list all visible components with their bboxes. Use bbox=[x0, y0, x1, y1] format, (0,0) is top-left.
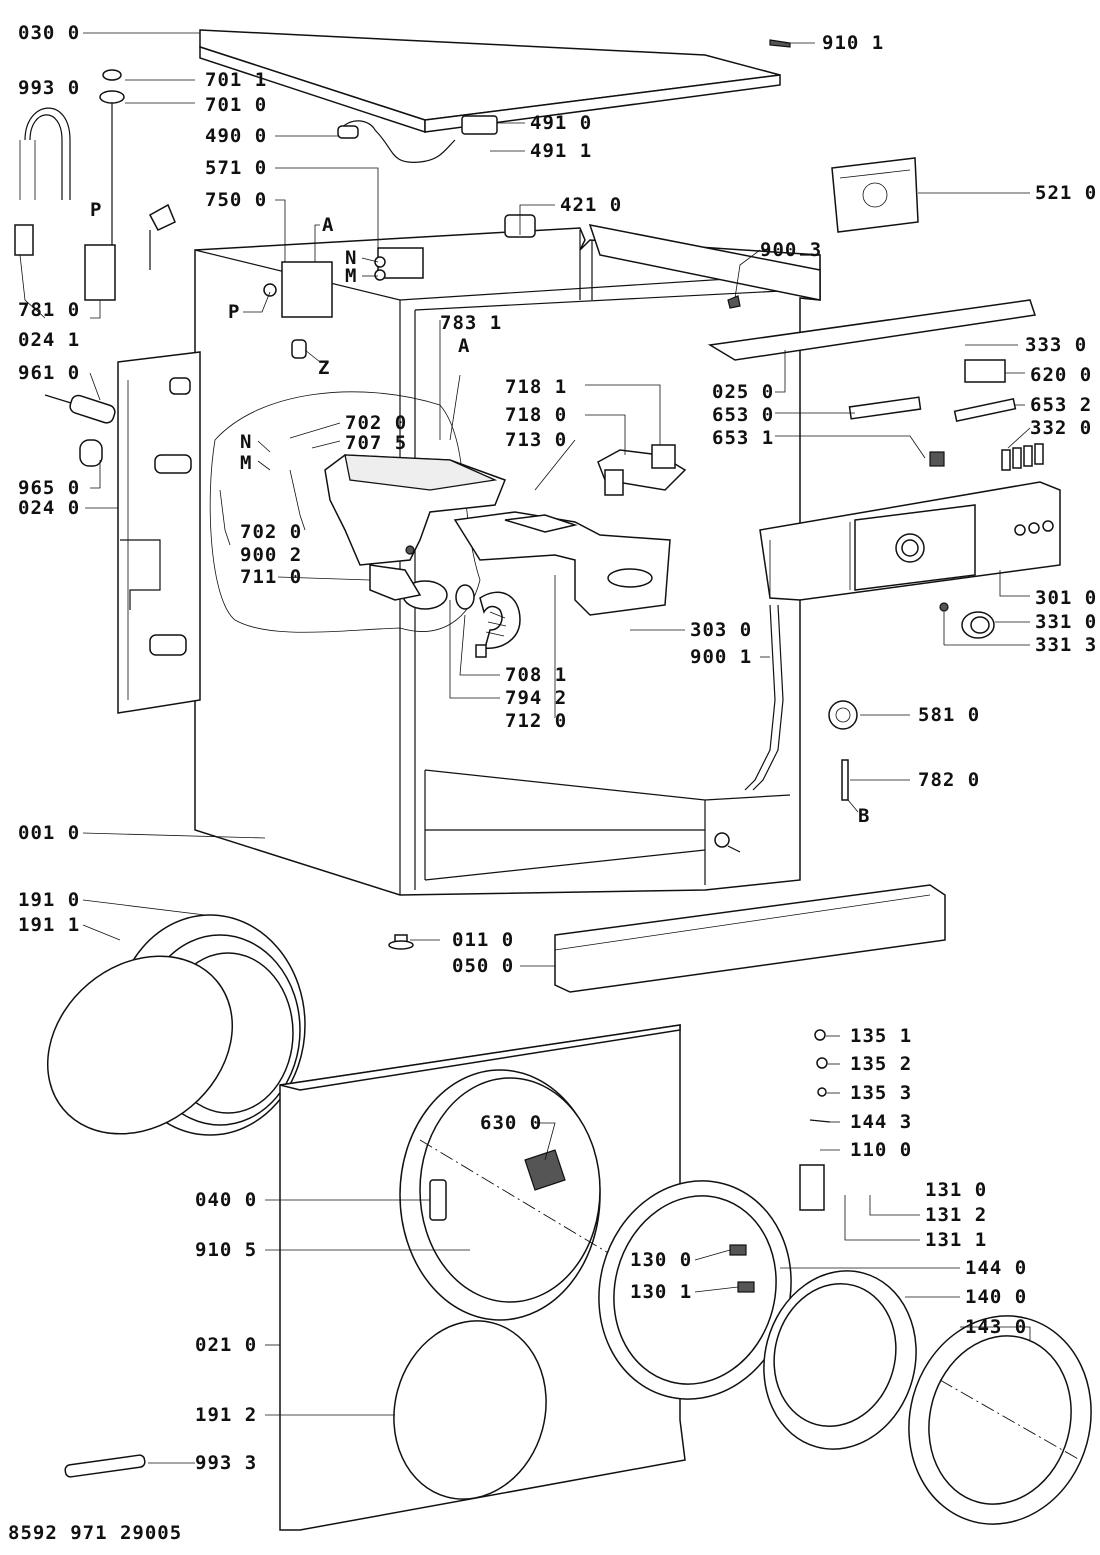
label-a-2: A bbox=[458, 335, 471, 357]
label-794-2: 794 2 bbox=[505, 687, 568, 709]
label-131-2: 131 2 bbox=[925, 1204, 988, 1226]
label-144-0: 144 0 bbox=[965, 1257, 1028, 1279]
label-718-0: 718 0 bbox=[505, 404, 568, 426]
label-001-0: 001 0 bbox=[18, 822, 81, 844]
label-n-1: N bbox=[345, 247, 358, 269]
electronic-module-part bbox=[831, 157, 919, 233]
label-713-0: 713 0 bbox=[505, 429, 568, 451]
plinth-part bbox=[554, 884, 946, 993]
door-glass-part bbox=[763, 1270, 917, 1450]
label-b: B bbox=[858, 805, 871, 827]
front-panel-part bbox=[279, 1024, 686, 1531]
label-z: Z bbox=[318, 357, 331, 379]
label-702-0-a: 702 0 bbox=[345, 412, 408, 434]
label-781-0: 781 0 bbox=[18, 299, 81, 321]
inlet-hose-part bbox=[14, 107, 71, 256]
door-gasket-part bbox=[46, 914, 306, 1136]
label-130-1: 130 1 bbox=[630, 1281, 693, 1303]
label-701-1: 701 1 bbox=[205, 69, 268, 91]
label-782-0: 782 0 bbox=[918, 769, 981, 791]
label-630-0: 630 0 bbox=[480, 1112, 543, 1134]
label-521-0: 521 0 bbox=[1035, 182, 1098, 204]
label-131-0: 131 0 bbox=[925, 1179, 988, 1201]
label-110-0: 110 0 bbox=[850, 1139, 913, 1161]
label-a-1: A bbox=[322, 214, 335, 236]
label-140-0: 140 0 bbox=[965, 1286, 1028, 1308]
label-900-3: 900 3 bbox=[760, 239, 823, 261]
label-143-0: 143 0 bbox=[965, 1316, 1028, 1338]
door-frame-part bbox=[598, 1180, 792, 1400]
label-491-1: 491 1 bbox=[530, 140, 593, 162]
label-900-2: 900 2 bbox=[240, 544, 303, 566]
label-707-5: 707 5 bbox=[345, 432, 408, 454]
label-021-0: 021 0 bbox=[195, 1334, 258, 1356]
label-135-3: 135 3 bbox=[850, 1082, 913, 1104]
label-910-1: 910 1 bbox=[822, 32, 885, 54]
label-993-3: 993 3 bbox=[195, 1452, 258, 1474]
label-910-5: 910 5 bbox=[195, 1239, 258, 1261]
label-702-0-b: 702 0 bbox=[240, 521, 303, 543]
label-024-0: 024 0 bbox=[18, 497, 81, 519]
label-p-1: P bbox=[90, 199, 103, 221]
label-191-0: 191 0 bbox=[18, 889, 81, 911]
label-024-1: 024 1 bbox=[18, 329, 81, 351]
label-571-0: 571 0 bbox=[205, 157, 268, 179]
label-030-0: 030 0 bbox=[18, 22, 81, 44]
label-581-0: 581 0 bbox=[918, 704, 981, 726]
label-421-0: 421 0 bbox=[560, 194, 623, 216]
label-131-1: 131 1 bbox=[925, 1229, 988, 1251]
document-number: 8592 971 29005 bbox=[8, 1522, 183, 1544]
label-711-0: 711 0 bbox=[240, 566, 303, 588]
label-653-1: 653 1 bbox=[712, 427, 775, 449]
buttons-part bbox=[1001, 443, 1044, 471]
side-panel-part bbox=[117, 351, 201, 714]
label-135-1: 135 1 bbox=[850, 1025, 913, 1047]
leader-lines bbox=[19, 32, 1031, 1464]
label-653-2: 653 2 bbox=[1030, 394, 1093, 416]
label-900-1: 900 1 bbox=[690, 646, 753, 668]
label-191-1: 191 1 bbox=[18, 914, 81, 936]
label-331-3: 331 3 bbox=[1035, 634, 1098, 656]
label-332-0: 332 0 bbox=[1030, 417, 1093, 439]
label-130-0: 130 0 bbox=[630, 1249, 693, 1271]
label-653-0: 653 0 bbox=[712, 404, 775, 426]
label-025-0: 025 0 bbox=[712, 381, 775, 403]
label-961-0: 961 0 bbox=[18, 362, 81, 384]
label-491-0: 491 0 bbox=[530, 112, 593, 134]
label-783-1: 783 1 bbox=[440, 312, 503, 334]
label-750-0: 750 0 bbox=[205, 189, 268, 211]
label-301-0: 301 0 bbox=[1035, 587, 1098, 609]
label-191-2: 191 2 bbox=[195, 1404, 258, 1426]
label-011-0: 011 0 bbox=[452, 929, 515, 951]
dispenser-housing-part bbox=[324, 454, 506, 610]
inlet-valve-part bbox=[263, 247, 424, 359]
control-panel-part bbox=[759, 481, 1061, 601]
shock-absorber-part bbox=[44, 394, 116, 424]
label-701-0: 701 0 bbox=[205, 94, 268, 116]
label-718-1: 718 1 bbox=[505, 376, 568, 398]
label-m-2: M bbox=[240, 452, 253, 474]
label-490-0: 490 0 bbox=[205, 125, 268, 147]
outer-door-part bbox=[908, 1315, 1092, 1525]
label-965-0: 965 0 bbox=[18, 477, 81, 499]
label-303-0: 303 0 bbox=[690, 619, 753, 641]
label-708-1: 708 1 bbox=[505, 664, 568, 686]
drawer-part bbox=[453, 444, 687, 616]
label-144-3: 144 3 bbox=[850, 1111, 913, 1133]
label-620-0: 620 0 bbox=[1030, 364, 1093, 386]
label-m-1: M bbox=[345, 265, 358, 287]
label-712-0: 712 0 bbox=[505, 710, 568, 732]
label-993-0: 993 0 bbox=[18, 77, 81, 99]
label-p-2: P bbox=[228, 301, 241, 323]
top-cover-part bbox=[199, 29, 781, 134]
label-050-0: 050 0 bbox=[452, 955, 515, 977]
label-n-2: N bbox=[240, 431, 253, 453]
label-333-0: 333 0 bbox=[1025, 334, 1088, 356]
rear-bracket-part bbox=[707, 299, 1036, 361]
drain-hose-part bbox=[455, 584, 521, 658]
label-331-0: 331 0 bbox=[1035, 611, 1098, 633]
label-135-2: 135 2 bbox=[850, 1053, 913, 1075]
label-040-0: 040 0 bbox=[195, 1189, 258, 1211]
